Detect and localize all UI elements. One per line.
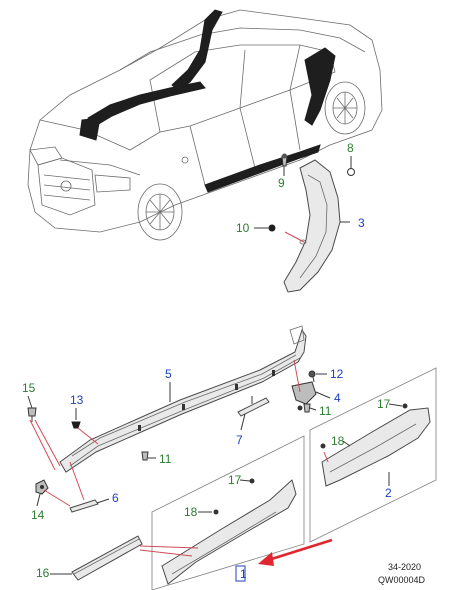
sill-finisher-1	[161, 478, 297, 585]
a-pillar-trim	[283, 159, 341, 293]
fastener-11a	[141, 451, 149, 461]
bracket-6	[69, 499, 99, 513]
trim-strip-16	[71, 535, 143, 581]
callout-5: 5	[165, 367, 172, 381]
callout-11b: 11	[319, 404, 332, 418]
highlight-arrow	[258, 538, 333, 566]
callout-14: 14	[31, 508, 45, 522]
fastener-8	[347, 162, 355, 176]
sill-cover-2	[320, 403, 431, 487]
callout-17a: 17	[377, 397, 391, 411]
detail-box-2	[309, 367, 437, 543]
fastener-11b	[303, 403, 311, 413]
bracket-4	[291, 371, 317, 411]
callout-9: 9	[278, 176, 285, 190]
callout-13: 13	[70, 393, 84, 407]
drawing-code: QW00004D	[378, 575, 426, 585]
fastener-15	[27, 407, 37, 422]
callout-12: 12	[330, 367, 344, 381]
callout-3: 3	[358, 216, 365, 230]
vehicle-illustration	[27, 9, 383, 241]
callout-1: 1	[240, 567, 247, 581]
fastener-12	[308, 370, 316, 378]
callout-18b: 18	[184, 505, 198, 519]
callout-11a: 11	[159, 452, 172, 466]
callout-18a: 18	[331, 434, 345, 448]
callout-6: 6	[112, 491, 119, 505]
sill-rail	[59, 325, 307, 473]
detail-box-1	[151, 435, 305, 590]
bracket-7	[237, 396, 270, 417]
callout-7: 7	[236, 433, 243, 447]
callout-8: 8	[347, 141, 354, 155]
part-1-highlight-box	[235, 565, 246, 582]
fastener-9	[281, 153, 288, 167]
callout-17b: 17	[228, 473, 242, 487]
callout-10: 10	[236, 221, 250, 235]
fastener-13	[71, 421, 81, 429]
callout-16: 16	[36, 566, 50, 580]
fastener-10	[266, 224, 276, 232]
callout-4: 4	[334, 391, 341, 405]
callout-15: 15	[22, 381, 36, 395]
callout-2: 2	[385, 486, 392, 500]
section-reference: 34-2020	[388, 562, 421, 572]
